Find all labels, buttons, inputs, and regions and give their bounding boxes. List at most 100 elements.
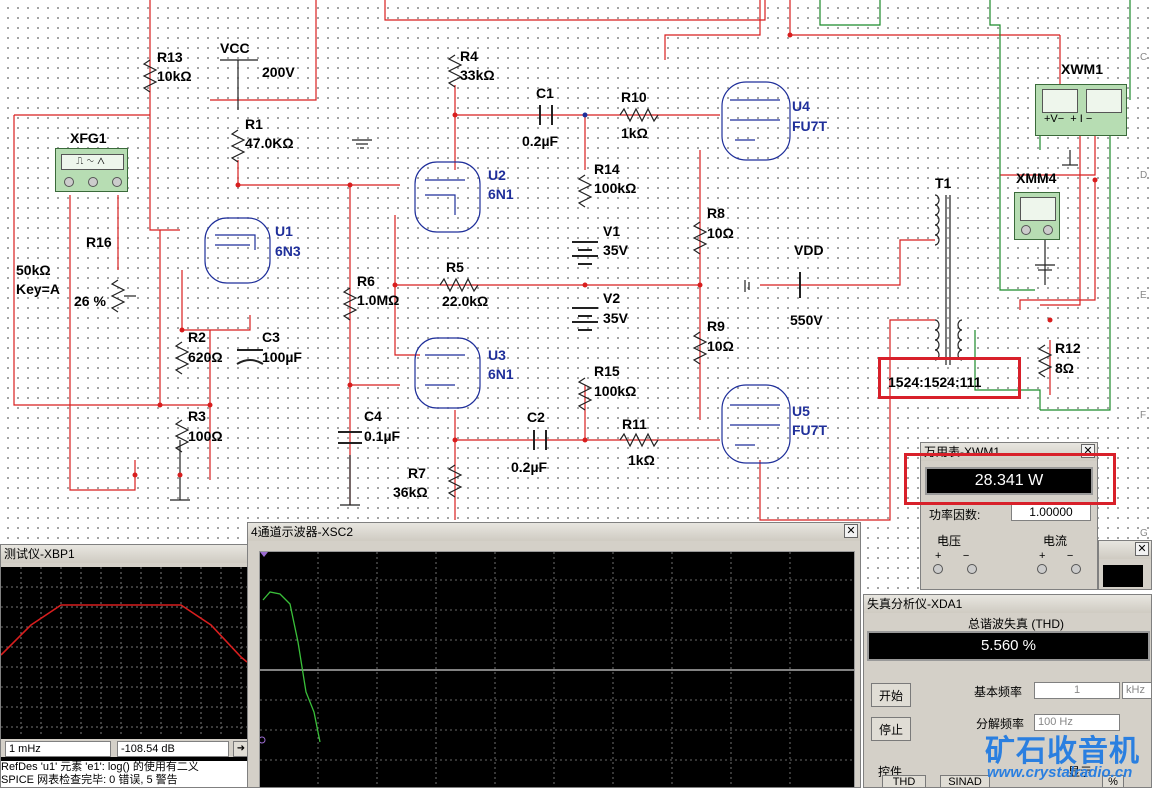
resolution-frequency-label: 分解频率 <box>976 717 1025 731</box>
bode-plot-graph <box>1 567 248 737</box>
voltmeter-gauge-icon <box>1042 89 1078 113</box>
label-xmm4-ref: XMM4 <box>1016 170 1057 186</box>
status-pane: RefDes 'u1' 元素 'e1': log() 的使用有二义 SPICE … <box>1 761 249 787</box>
status-line-2: SPICE 网表检查完毕: 0 错误, 5 警告 <box>1 774 178 786</box>
status-line-1: RefDes 'u1' 元素 'e1': log() 的使用有二义 <box>1 761 199 773</box>
border-letter: G <box>1140 528 1148 539</box>
label-r4-ref: R4 <box>460 48 478 64</box>
channel-marker-icon <box>260 736 266 744</box>
bode-magnitude-curve <box>1 604 248 663</box>
watermark-url: www.crystalradio.cn <box>987 764 1133 781</box>
voltage-terminal-signs: + − <box>935 550 970 562</box>
trigger-marker-icon <box>260 552 268 557</box>
label-r2-ref: R2 <box>188 329 206 345</box>
meter-gauge-icon <box>1020 197 1056 221</box>
small-instrument-window[interactable]: ✕ <box>1098 540 1152 590</box>
label-xwm1-ref: XWM1 <box>1061 61 1103 77</box>
voltage-plus-terminal-icon[interactable] <box>933 564 943 574</box>
thd-label: 总谐波失真 (THD) <box>968 617 1064 631</box>
bode-plotter-title: 测试仪-XBP1 <box>4 547 75 561</box>
label-r15-value: 100kΩ <box>594 383 636 399</box>
label-c2-value: 0.2µF <box>511 459 548 475</box>
terminal-icon <box>64 177 74 187</box>
label-r2-value: 620Ω <box>188 349 223 365</box>
terminal-icon <box>88 177 98 187</box>
label-r12-ref: R12 <box>1055 340 1081 356</box>
small-window-titlebar[interactable]: ✕ <box>1099 541 1151 559</box>
label-r9-ref: R9 <box>707 318 725 334</box>
label-vcc-ref: VCC <box>220 40 250 56</box>
current-label: 电流 <box>1043 534 1068 548</box>
fundamental-frequency-unit[interactable]: kHz <box>1122 682 1151 699</box>
label-r8-value: 10Ω <box>707 225 734 241</box>
waveform-icon: ⎍∿⋀ <box>61 154 124 170</box>
distortion-analyzer-titlebar[interactable]: 失真分析仪-XDA1 <box>864 595 1151 613</box>
close-icon[interactable]: ✕ <box>844 524 858 538</box>
label-vcc-value: 200V <box>262 64 295 80</box>
bode-frequency-readout: 1 mHz <box>5 741 111 757</box>
thd-button[interactable]: THD <box>882 775 926 787</box>
voltage-minus-terminal-icon[interactable] <box>967 564 977 574</box>
terminal-labels: +V− + I − <box>1044 113 1093 125</box>
current-minus-terminal-icon[interactable] <box>1071 564 1081 574</box>
label-vdd-value: 550V <box>790 312 823 328</box>
oscilloscope-title: 4通道示波器-XSC2 <box>251 525 354 539</box>
wattmeter-reading-highlight <box>904 453 1116 505</box>
transformer-ratio-highlight <box>878 357 1021 399</box>
label-c2-ref: C2 <box>527 409 545 425</box>
power-factor-field: 1.00000 <box>1011 504 1091 521</box>
close-icon[interactable]: ✕ <box>1135 542 1149 556</box>
label-r16-pct: 26 % <box>74 293 106 309</box>
label-u2-type: 6N1 <box>488 186 514 202</box>
oscilloscope-titlebar[interactable]: 4通道示波器-XSC2 ✕ <box>248 523 860 541</box>
multimeter-symbol-xmm4[interactable] <box>1014 192 1060 240</box>
oscilloscope-screen <box>259 551 855 787</box>
label-v1-value: 35V <box>603 242 629 258</box>
terminal-icon <box>1043 225 1053 235</box>
label-u2-ref: U2 <box>488 167 506 183</box>
label-t1-ratio: 1524:1524:111 <box>888 374 982 390</box>
voltage-label: 电压 <box>937 534 962 548</box>
label-r13-value: 10kΩ <box>157 68 192 84</box>
label-r14-value: 100kΩ <box>594 180 636 196</box>
border-letter: E <box>1140 290 1147 301</box>
start-button[interactable]: 开始 <box>871 683 911 707</box>
function-generator-xfg1[interactable]: ⎍∿⋀ <box>55 148 128 192</box>
label-r16-value: 50kΩ <box>16 262 51 278</box>
stop-button[interactable]: 停止 <box>871 717 911 741</box>
terminal-icon <box>1021 225 1031 235</box>
bode-plotter-titlebar[interactable]: 测试仪-XBP1 <box>1 545 249 563</box>
label-r12-value: 8Ω <box>1055 360 1074 376</box>
watermark-logo: 矿石收音机 <box>985 734 1140 769</box>
wattmeter-window[interactable]: 万用表-XWM1 ✕ 28.341 W 功率因数: 1.00000 电压 电流 … <box>920 442 1098 590</box>
label-u4-ref: U4 <box>792 98 810 114</box>
distortion-analyzer-window[interactable]: 失真分析仪-XDA1 总谐波失真 (THD) 5.560 % 开始 停止 基本频… <box>863 594 1152 788</box>
label-r7-value: 36kΩ <box>393 484 428 500</box>
resolution-frequency-field[interactable]: 100 Hz <box>1034 714 1120 731</box>
label-c4-ref: C4 <box>364 408 382 424</box>
label-r16-key: Key=A <box>16 281 60 297</box>
ammeter-gauge-icon <box>1086 89 1122 113</box>
current-plus-terminal-icon[interactable] <box>1037 564 1047 574</box>
label-c1-value: 0.2µF <box>522 133 559 149</box>
label-vdd-ref: VDD <box>794 242 824 258</box>
label-r10-ref: R10 <box>621 89 647 105</box>
sinad-button[interactable]: SINAD <box>940 775 990 787</box>
label-r4-value: 33kΩ <box>460 67 495 83</box>
thd-display: 5.560 % <box>867 631 1150 661</box>
percent-button[interactable]: % <box>1102 775 1124 787</box>
wattmeter-symbol-xwm1[interactable]: +V− + I − <box>1035 84 1127 136</box>
fundamental-frequency-field[interactable]: 1 <box>1034 682 1120 699</box>
label-r11-value: 1kΩ <box>628 452 655 468</box>
border-letter: F <box>1140 410 1146 421</box>
label-r16-ref: R16 <box>86 234 112 250</box>
label-r15-ref: R15 <box>594 363 620 379</box>
label-r1-ref: R1 <box>245 116 263 132</box>
label-c1-ref: C1 <box>536 85 554 101</box>
label-r10-value: 1kΩ <box>621 125 648 141</box>
bode-plotter-window[interactable]: 测试仪-XBP1 1 mHz -108.54 dB ➜ RefDes 'u1' … <box>0 544 250 788</box>
oscilloscope-window[interactable]: 4通道示波器-XSC2 ✕ <box>247 522 861 788</box>
label-r8-ref: R8 <box>707 205 725 221</box>
label-r11-ref: R11 <box>622 416 647 432</box>
label-u3-type: 6N1 <box>488 366 514 382</box>
